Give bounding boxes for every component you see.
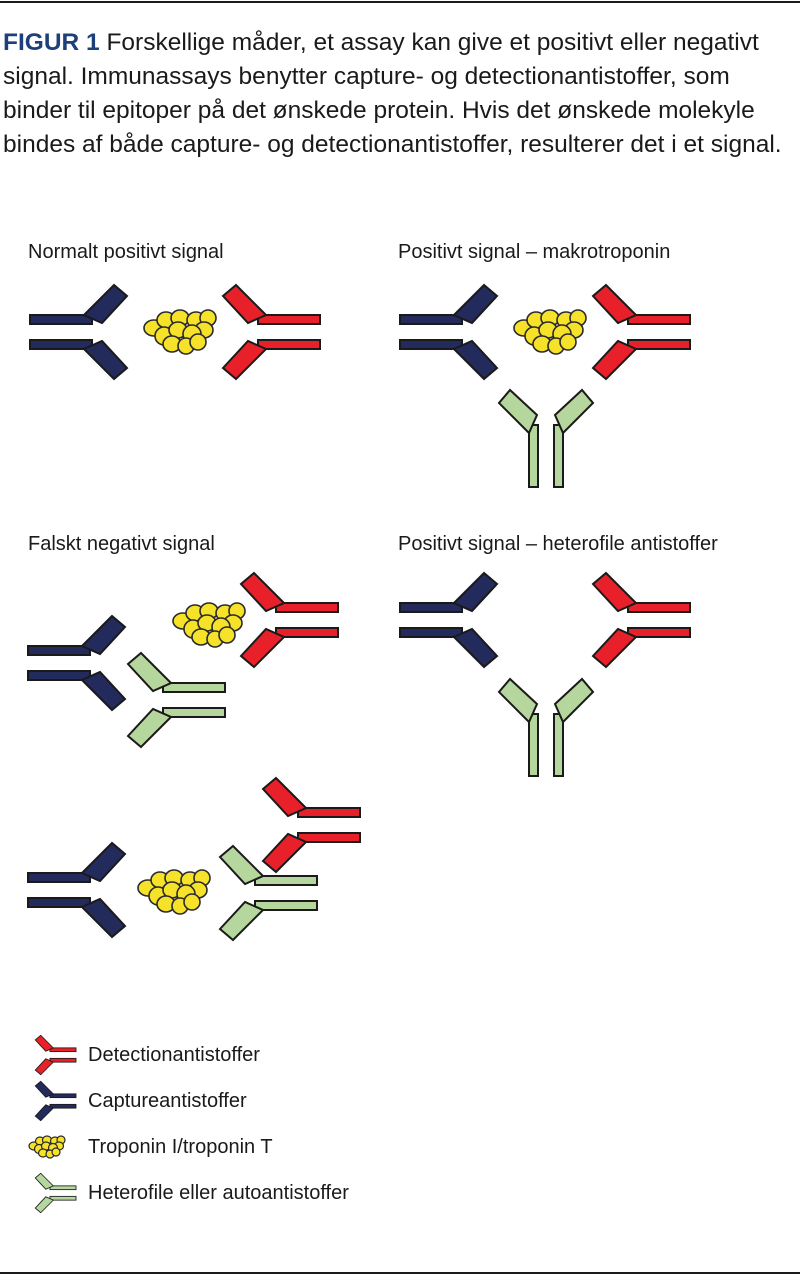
heterophile-antibody-icon — [34, 1172, 77, 1214]
figure-caption: FIGUR 1 Forskellige måder, et assay kan … — [3, 26, 793, 162]
panel-falsk-lower — [27, 777, 361, 941]
legend-capture-label: Captureantistoffer — [88, 1090, 247, 1112]
legend-troponin-label: Troponin I/troponin T — [88, 1136, 273, 1158]
panel-title-falsk: Falskt negativt signal — [28, 533, 215, 555]
detection-antibody — [222, 284, 321, 380]
troponin-cluster — [172, 602, 246, 648]
panel-title-normal: Normalt positivt signal — [28, 241, 224, 263]
detection-antibody-icon — [34, 1034, 77, 1076]
legend-heterofile-label: Heterofile eller autoantistoffer — [88, 1182, 349, 1204]
top-rule — [0, 1, 800, 3]
figure-label: FIGUR 1 — [3, 29, 100, 56]
detection-antibody — [592, 284, 691, 380]
panel-title-makro: Positivt signal – makrotroponin — [398, 241, 671, 263]
heterophile-antibody — [498, 678, 594, 777]
capture-antibody — [27, 615, 126, 711]
panel-falsk-upper — [27, 572, 339, 748]
detection-antibody — [240, 572, 339, 668]
capture-antibody — [399, 572, 498, 668]
troponin-cluster — [513, 309, 587, 355]
bottom-rule — [0, 1272, 800, 1274]
capture-antibody — [27, 842, 126, 938]
panel-makro — [399, 284, 691, 488]
capture-antibody — [29, 284, 128, 380]
panel-normal — [29, 284, 321, 380]
troponin-cluster — [137, 869, 211, 915]
troponin-icon — [28, 1135, 66, 1159]
figure-caption-text: Forskellige måder, et assay kan give et … — [3, 29, 782, 158]
troponin-cluster — [143, 309, 217, 355]
detection-antibody — [592, 572, 691, 668]
capture-antibody-icon — [34, 1080, 77, 1122]
legend-icons — [28, 1034, 77, 1214]
detection-antibody — [262, 777, 361, 873]
capture-antibody — [399, 284, 498, 380]
heterophile-antibody — [127, 652, 226, 748]
legend-detection-label: Detectionantistoffer — [88, 1044, 260, 1066]
panel-title-hetero: Positivt signal – heterofile antistoffer — [398, 533, 718, 555]
panel-hetero — [399, 572, 691, 777]
heterophile-antibody — [498, 389, 594, 488]
